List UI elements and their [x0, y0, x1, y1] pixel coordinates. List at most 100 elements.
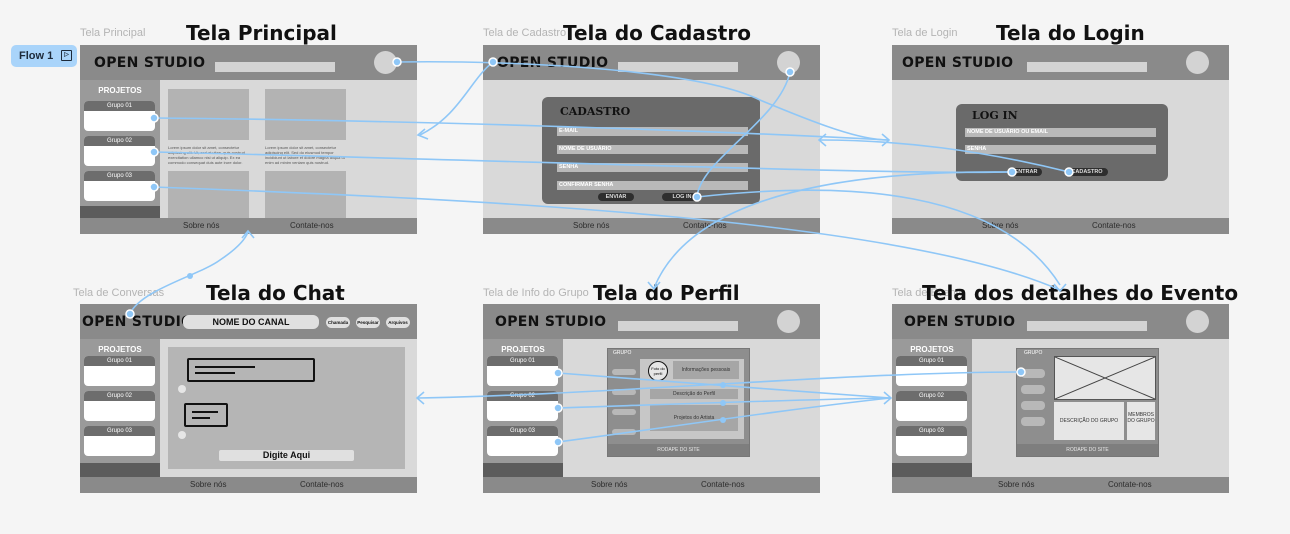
card-title: LOG IN — [972, 109, 1018, 122]
brand-logo[interactable]: OPEN STUDIO — [94, 55, 206, 71]
connector-anchor — [392, 57, 402, 67]
avatar[interactable] — [1186, 310, 1209, 333]
avatar[interactable] — [777, 51, 800, 74]
connector-anchor — [720, 400, 726, 406]
flow-start-tag[interactable]: Flow 1 ▷ — [11, 45, 77, 67]
call-button[interactable]: Chamada — [326, 317, 350, 328]
brand-logo[interactable]: OPEN STUDIO — [904, 314, 1016, 330]
signup-button[interactable]: CADASTRO — [1066, 168, 1108, 176]
message-input[interactable]: Digite Aqui — [219, 450, 354, 461]
arrowhead — [817, 133, 827, 147]
avatar[interactable] — [374, 51, 397, 74]
panel-tab[interactable] — [1021, 401, 1045, 410]
search-input[interactable] — [1027, 62, 1147, 72]
sidebar-item-grupo-02[interactable]: Grupo 02 — [84, 136, 155, 166]
personal-info: Informações pessoais — [673, 361, 739, 379]
brand-logo[interactable]: OPEN STUDIO — [82, 314, 194, 330]
panel-tab[interactable] — [1021, 385, 1045, 394]
footer-link-contact[interactable]: Contate-nos — [300, 480, 344, 489]
username-email-field[interactable]: NOME DE USUÁRIO OU EMAIL — [965, 128, 1156, 137]
profile-description: Descrição do Perfil — [650, 389, 738, 399]
group-label: Grupo 01 — [84, 101, 155, 111]
panel-tab[interactable] — [612, 429, 636, 435]
brand-logo[interactable]: OPEN STUDIO — [902, 55, 1014, 71]
footer-link-about[interactable]: Sobre nós — [573, 221, 610, 230]
password-field[interactable]: SENHA — [965, 145, 1156, 154]
sidebar-item-grupo-01[interactable]: Grupo 01 — [487, 356, 558, 386]
sidebar-item-grupo-01[interactable]: Grupo 01 — [896, 356, 967, 386]
group-label: Grupo 01 — [896, 356, 967, 366]
footer-link-contact[interactable]: Contate-nos — [683, 221, 727, 230]
footer-link-contact[interactable]: Contate-nos — [290, 221, 334, 230]
panel-tab[interactable] — [1021, 369, 1045, 378]
email-field[interactable]: E-MAIL — [557, 127, 748, 136]
connector-anchor — [785, 67, 795, 77]
avatar[interactable] — [777, 310, 800, 333]
connector-anchor — [149, 147, 159, 157]
search-button[interactable]: Pesquisar — [356, 317, 380, 328]
sidebar-item-grupo-02[interactable]: Grupo 02 — [487, 391, 558, 421]
group-label: Grupo 01 — [487, 356, 558, 366]
play-frame-icon: ▷ — [61, 50, 72, 61]
sidebar-heading: PROJETOS — [910, 345, 954, 354]
avatar[interactable] — [1186, 51, 1209, 74]
signup-card: CADASTRO E-MAIL NOME DE USUÁRIO SENHA CO… — [542, 97, 760, 204]
password-field[interactable]: SENHA — [557, 163, 748, 172]
footer-link-about[interactable]: Sobre nós — [190, 480, 227, 489]
connector-anchor — [149, 113, 159, 123]
arrowhead — [241, 229, 255, 239]
connector-anchor — [1016, 367, 1026, 377]
panel-tab[interactable] — [612, 409, 636, 415]
enter-button[interactable]: ENTRAR — [1010, 168, 1042, 176]
screen-title-perfil: Tela do Perfil — [593, 281, 740, 305]
search-input[interactable] — [1027, 321, 1147, 331]
event-panel: GRUPO DESCRIÇÃO DO GRUPO MEMBROS DO GRUP… — [1016, 348, 1159, 457]
content-image — [168, 89, 249, 140]
sidebar-item-grupo-03[interactable]: Grupo 03 — [487, 426, 558, 456]
group-label: Grupo 01 — [84, 356, 155, 366]
search-input[interactable] — [618, 62, 738, 72]
sidebar-footer — [892, 463, 972, 477]
connector — [557, 397, 891, 443]
footer-link-about[interactable]: Sobre nós — [183, 221, 220, 230]
sidebar-item-grupo-01[interactable]: Grupo 01 — [84, 356, 155, 386]
sidebar-item-grupo-03[interactable]: Grupo 03 — [896, 426, 967, 456]
header: OPEN STUDIO — [892, 45, 1229, 80]
footer-link-contact[interactable]: Contate-nos — [1108, 480, 1152, 489]
footer-link-contact[interactable]: Contate-nos — [1092, 221, 1136, 230]
footer-link-contact[interactable]: Contate-nos — [701, 480, 745, 489]
search-input[interactable] — [618, 321, 738, 331]
group-label: Grupo 03 — [896, 426, 967, 436]
footer-link-about[interactable]: Sobre nós — [998, 480, 1035, 489]
arrowhead — [1053, 283, 1067, 293]
sidebar-item-grupo-03[interactable]: Grupo 03 — [84, 171, 155, 201]
header: OPEN STUDIO — [483, 304, 820, 339]
send-button[interactable]: ENVIAR — [598, 193, 634, 201]
panel-tab[interactable] — [1021, 417, 1045, 426]
flow-label: Flow 1 — [19, 50, 54, 62]
panel-tab[interactable] — [612, 369, 636, 375]
footer: Sobre nós Contate-nos — [483, 218, 820, 234]
message-bubble — [187, 358, 315, 382]
sidebar-item-grupo-03[interactable]: Grupo 03 — [84, 426, 155, 456]
sidebar-footer — [80, 206, 160, 218]
sidebar-item-grupo-02[interactable]: Grupo 02 — [896, 391, 967, 421]
footer-link-about[interactable]: Sobre nós — [982, 221, 1019, 230]
connector-anchor — [125, 309, 135, 319]
footer-link-about[interactable]: Sobre nós — [591, 480, 628, 489]
field-label: SENHA — [967, 146, 987, 152]
sidebar-item-grupo-01[interactable]: Grupo 01 — [84, 101, 155, 131]
connector-anchor — [553, 403, 563, 413]
connector — [153, 186, 1061, 291]
username-field[interactable]: NOME DE USUÁRIO — [557, 145, 748, 154]
connector — [653, 171, 1013, 289]
confirm-password-field[interactable]: CONFIRMAR SENHA — [557, 181, 748, 190]
sidebar-item-grupo-02[interactable]: Grupo 02 — [84, 391, 155, 421]
files-button[interactable]: Arquivos — [386, 317, 410, 328]
frame-principal: OPEN STUDIO PROJETOS Grupo 01 Grupo 02 G… — [80, 45, 417, 234]
search-input[interactable] — [215, 62, 335, 72]
brand-logo[interactable]: OPEN STUDIO — [495, 314, 607, 330]
panel-tab[interactable] — [612, 389, 636, 395]
login-button[interactable]: LOG IN — [662, 193, 702, 201]
